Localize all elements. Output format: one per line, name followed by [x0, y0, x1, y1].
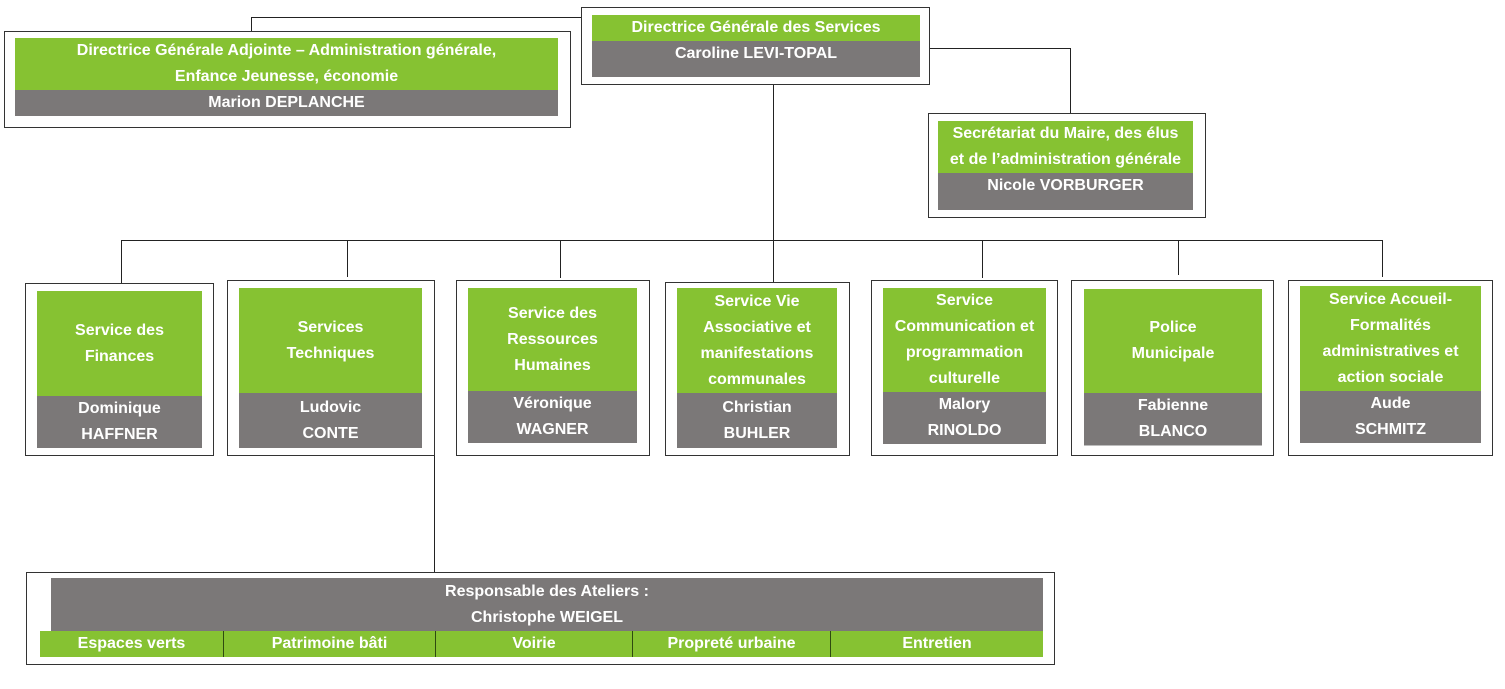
service-head-name: Ludovic CONTE — [239, 393, 422, 448]
service-title: Service Vie Associative et manifestation… — [677, 288, 837, 393]
dgs-title: Directrice Générale des Services — [592, 15, 920, 41]
service-finances-box[interactable]: Service des Finances Dominique HAFFNER — [25, 283, 214, 456]
atelier-unit-patrimoine-bati: Patrimoine bâti — [224, 631, 436, 657]
service-police-box[interactable]: Police Municipale Fabienne BLANCO — [1071, 280, 1274, 456]
service-head-name: Christian BUHLER — [677, 393, 837, 448]
dga-name: Marion DEPLANCHE — [15, 90, 558, 116]
service-techniques-box[interactable]: Services Techniques Ludovic CONTE — [227, 280, 435, 456]
service-head-name: Fabienne BLANCO — [1084, 393, 1262, 445]
dga-box[interactable]: Directrice Générale Adjointe – Administr… — [4, 31, 571, 128]
secretariat-title: Secrétariat du Maire, des élus et de l’a… — [938, 121, 1193, 173]
dgs-name: Caroline LEVI-TOPAL — [592, 41, 920, 77]
ateliers-box[interactable]: Responsable des Ateliers : Christophe WE… — [26, 572, 1055, 665]
service-title: Police Municipale — [1084, 289, 1262, 393]
secretariat-name: Nicole VORBURGER — [938, 173, 1193, 210]
dgs-box[interactable]: Directrice Générale des Services Carolin… — [581, 7, 930, 85]
service-title: Service des Finances — [37, 291, 202, 396]
service-title: Service Communication et programmation c… — [883, 288, 1046, 392]
secretariat-box[interactable]: Secrétariat du Maire, des élus et de l’a… — [928, 113, 1206, 218]
atelier-unit-entretien: Entretien — [831, 631, 1043, 657]
service-head-name: Véronique WAGNER — [468, 391, 637, 443]
service-title: Service des Ressources Humaines — [468, 288, 637, 391]
service-accueil-box[interactable]: Service Accueil- Formalités administrati… — [1288, 280, 1493, 456]
service-vie-associative-box[interactable]: Service Vie Associative et manifestation… — [665, 282, 850, 456]
service-head-name: Dominique HAFFNER — [37, 396, 202, 448]
atelier-unit-proprete-urbaine: Propreté urbaine — [633, 631, 831, 657]
dga-title: Directrice Générale Adjointe – Administr… — [15, 38, 558, 90]
ateliers-head: Responsable des Ateliers : Christophe WE… — [51, 578, 1043, 631]
service-head-name: Aude SCHMITZ — [1300, 391, 1481, 443]
atelier-unit-espaces-verts: Espaces verts — [40, 631, 224, 657]
service-rh-box[interactable]: Service des Ressources Humaines Véroniqu… — [456, 280, 650, 456]
service-communication-box[interactable]: Service Communication et programmation c… — [871, 280, 1058, 456]
service-head-name: Malory RINOLDO — [883, 392, 1046, 444]
atelier-unit-voirie: Voirie — [436, 631, 633, 657]
service-title: Services Techniques — [239, 288, 422, 393]
service-title: Service Accueil- Formalités administrati… — [1300, 286, 1481, 391]
